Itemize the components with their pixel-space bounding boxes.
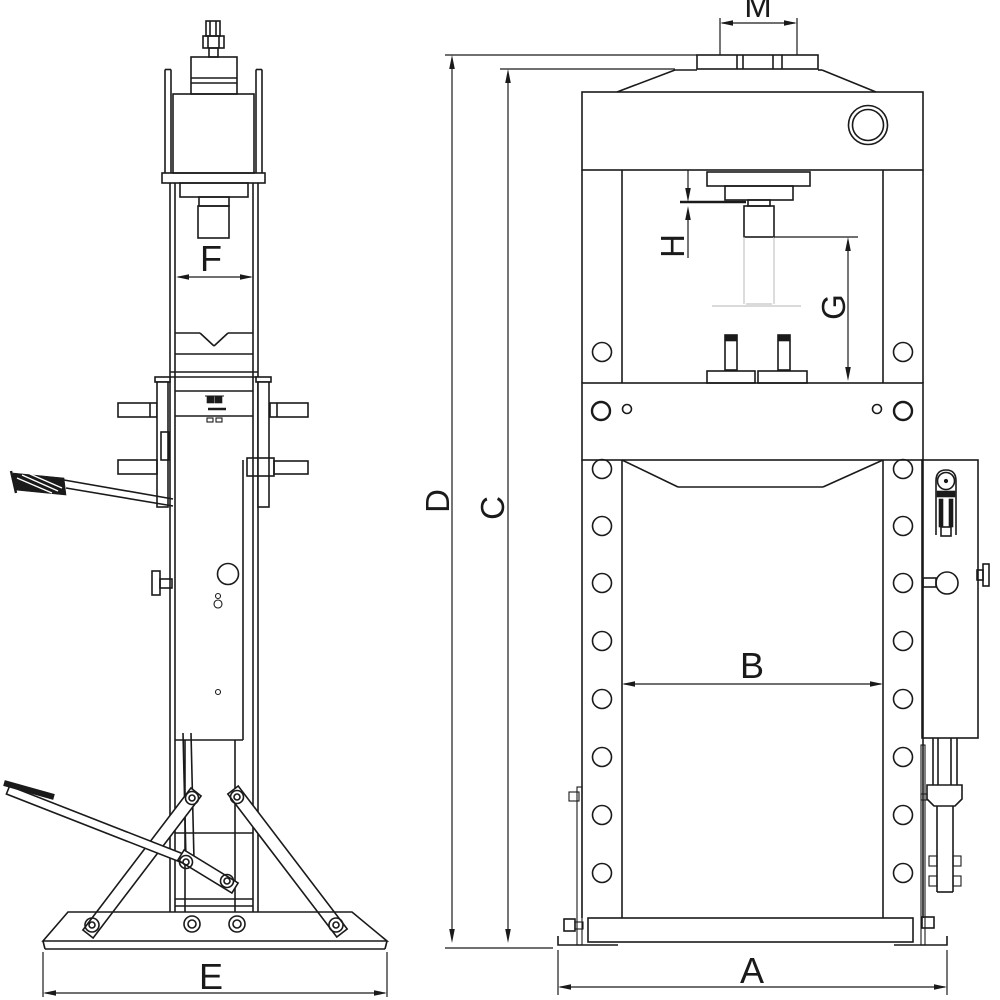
handle-grip — [12, 472, 67, 496]
pump-unit — [921, 459, 990, 893]
dim-label-d: D — [419, 489, 456, 513]
dim-label-a: A — [740, 950, 764, 991]
work-table — [581, 382, 924, 488]
dim-label-m: M — [744, 0, 772, 24]
mounting-strips — [154, 376, 272, 508]
release-knob — [151, 570, 173, 596]
foot-pedal-linkage — [3, 732, 349, 940]
top-fitting — [202, 20, 225, 58]
fill-port-hole — [847, 104, 889, 146]
dim-m: M — [719, 0, 798, 55]
drain-screw — [982, 563, 990, 587]
dim-c: C — [474, 68, 675, 943]
pump-head — [190, 56, 238, 95]
base-plate — [41, 911, 390, 950]
dim-g: G — [774, 236, 858, 381]
clamp-bolt-detail — [205, 395, 226, 423]
lower-columns — [581, 458, 924, 918]
dim-e: E — [42, 952, 388, 997]
press-base — [557, 744, 948, 946]
pump-handle — [9, 470, 174, 507]
ram-assembly — [706, 171, 811, 307]
dim-label-h: H — [654, 234, 691, 258]
brace-right — [226, 784, 349, 939]
brace-left — [81, 786, 203, 940]
valve-stem — [922, 577, 937, 588]
tie-rods — [164, 68, 263, 173]
dim-label-f: F — [200, 238, 222, 279]
upper-columns — [581, 170, 924, 383]
dim-d: D — [419, 54, 697, 949]
side-bracket-lower — [117, 431, 309, 477]
top-beam — [581, 54, 924, 171]
press-column — [169, 183, 259, 912]
dim-b: B — [622, 645, 883, 687]
front-view — [557, 54, 990, 946]
dim-a: A — [557, 950, 948, 995]
valve-ball-knob — [935, 571, 959, 595]
pump-body-panel — [175, 460, 253, 912]
dim-label-b: B — [740, 645, 764, 686]
dim-label-g: G — [815, 294, 852, 320]
side-view — [3, 20, 390, 950]
dim-label-c: C — [474, 496, 511, 520]
dimensions: D C M H — [42, 0, 948, 997]
hydraulic-cylinder — [161, 93, 266, 239]
dim-h: H — [654, 170, 746, 258]
dim-f: F — [176, 238, 253, 280]
dim-label-e: E — [199, 956, 223, 997]
table-pins — [706, 334, 808, 384]
